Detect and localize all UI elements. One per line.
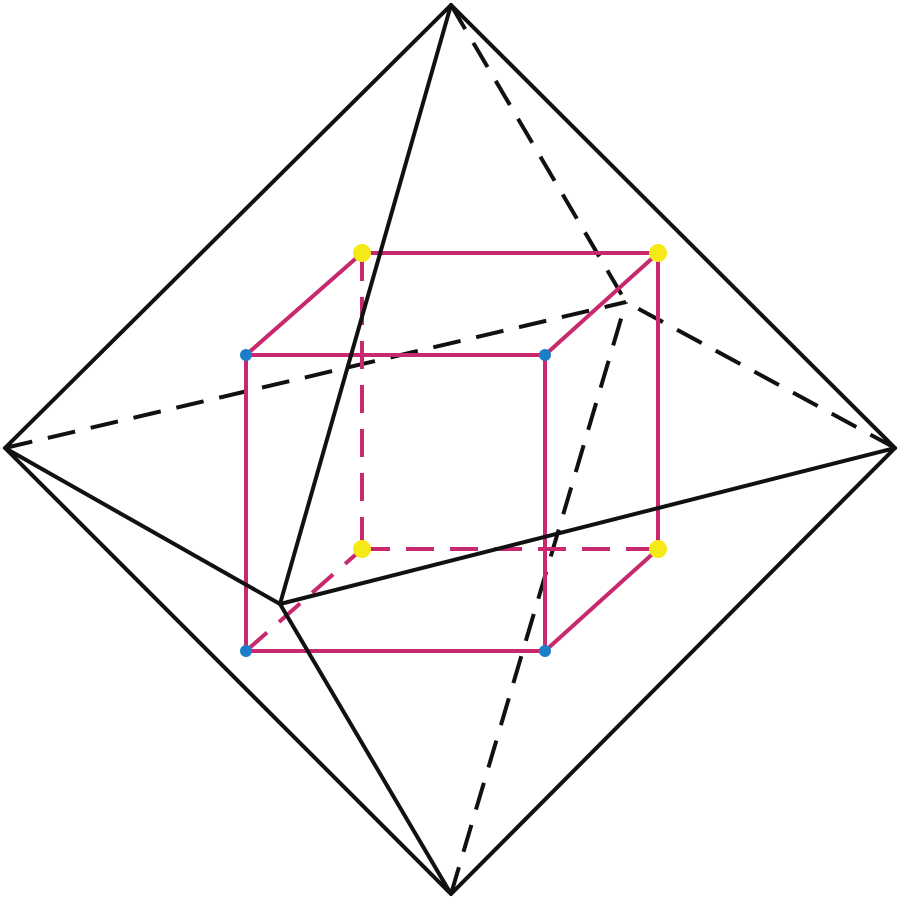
octahedron-hidden-edge-left-back (4, 300, 627, 450)
cube-back-vertex-bottom-left (353, 540, 371, 558)
cube-front-vertex-top-left (240, 349, 252, 361)
octahedron-edge-bottom-front (278, 602, 453, 896)
cube-depth-top-left (244, 251, 364, 357)
cube-front-vertices (240, 349, 551, 657)
octahedron-hidden-edge-right-back (625, 300, 896, 450)
cube-depth-bottom-right (543, 547, 660, 653)
cube-hidden-edges (244, 253, 658, 653)
cube-back-vertices (353, 244, 667, 558)
octahedron-edge-left-front (3, 446, 282, 606)
octahedron-edge-right-front (278, 446, 897, 606)
octahedron-hidden-edge-bottom-back (449, 301, 628, 895)
octahedron-edge-top-front (278, 3, 453, 606)
cube-depth-top-right (543, 251, 660, 357)
cube-back-vertex-top-left (353, 244, 371, 262)
cube-front-vertex-bottom-right (539, 645, 551, 657)
octahedron-edge-left-bottom (3, 446, 453, 896)
cube-front-vertex-bottom-left (240, 645, 252, 657)
cube-back-vertex-bottom-right (649, 540, 667, 558)
octahedron-edge-top-right (449, 3, 897, 450)
cube-back-vertex-top-right (649, 244, 667, 262)
cube-front-vertex-top-right (539, 349, 551, 361)
octahedron-edge-right-bottom (449, 446, 897, 896)
octahedron-edge-top-left (3, 3, 453, 450)
cube-hidden-edge-depth-bottom-left (244, 547, 364, 653)
cube-visible-edges (244, 251, 660, 653)
octahedron-visible-edges (3, 3, 897, 896)
cube-front-face (244, 353, 547, 653)
